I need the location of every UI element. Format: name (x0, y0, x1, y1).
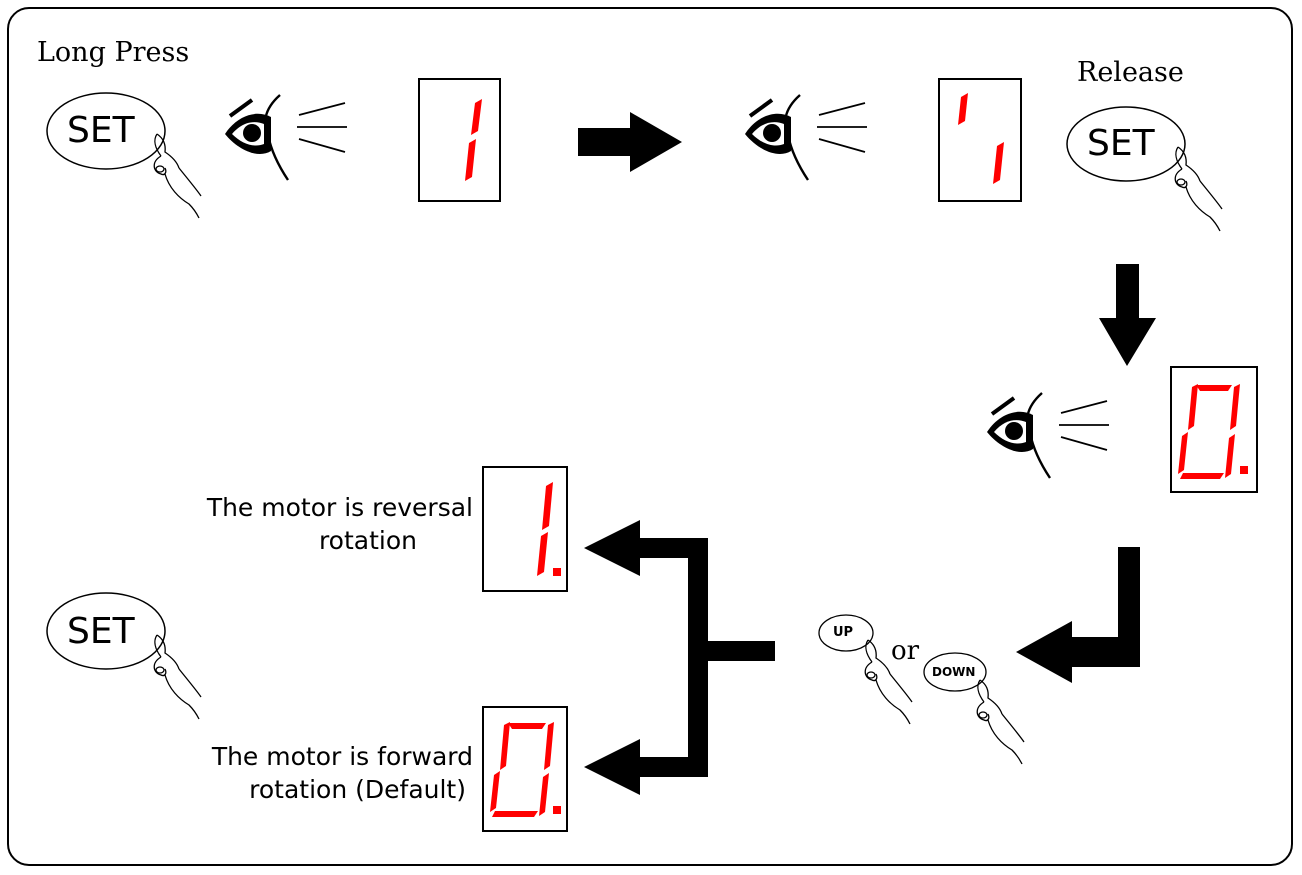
release-label: Release (1077, 57, 1184, 88)
reverse-description-line1: The motor is reversal (206, 493, 473, 522)
arrow-elbow-left (1016, 547, 1140, 683)
set-button-outline-3 (46, 592, 166, 670)
reverse-description: The motor is reversal rotation (207, 491, 473, 557)
forward-description: The motor is forward rotation (Default) (212, 740, 473, 806)
seven-segment-display-1 (418, 78, 501, 202)
eye-icon (743, 93, 869, 182)
down-button-label: DOWN (932, 665, 976, 679)
arrow-down (1099, 264, 1156, 366)
pointing-hand-icon (976, 679, 1025, 765)
pointing-hand-icon (153, 634, 202, 720)
set-button-outline-1 (46, 92, 166, 170)
forward-description-line1: The motor is forward (211, 742, 473, 771)
set-button-label: SET (67, 611, 135, 652)
pointing-hand-icon (153, 133, 202, 219)
arrow-right (578, 112, 682, 172)
diagram-frame (7, 7, 1293, 866)
segment-digit-1 (465, 99, 482, 181)
long-press-label: Long Press (37, 37, 190, 68)
segment-digit-forward (490, 722, 561, 817)
pointing-hand-icon (1174, 146, 1223, 232)
forward-description-line2: rotation (Default) (249, 775, 466, 804)
segment-digit-reverse (537, 482, 561, 576)
down-button-outline (923, 652, 987, 692)
seven-segment-display-2 (938, 78, 1022, 202)
up-button-label: UP (833, 625, 854, 640)
up-button-outline (818, 614, 874, 652)
segment-digit-3 (1178, 384, 1248, 479)
set-button-outline-2 (1066, 106, 1186, 182)
set-button-label: SET (1087, 123, 1155, 164)
or-label: or (891, 636, 920, 666)
set-button-label: SET (67, 110, 135, 151)
branch-arrow (584, 520, 775, 795)
reverse-description-line2: rotation (318, 526, 417, 555)
eye-icon (985, 391, 1111, 480)
eye-icon (223, 93, 349, 182)
segment-digit-2 (958, 93, 1004, 184)
